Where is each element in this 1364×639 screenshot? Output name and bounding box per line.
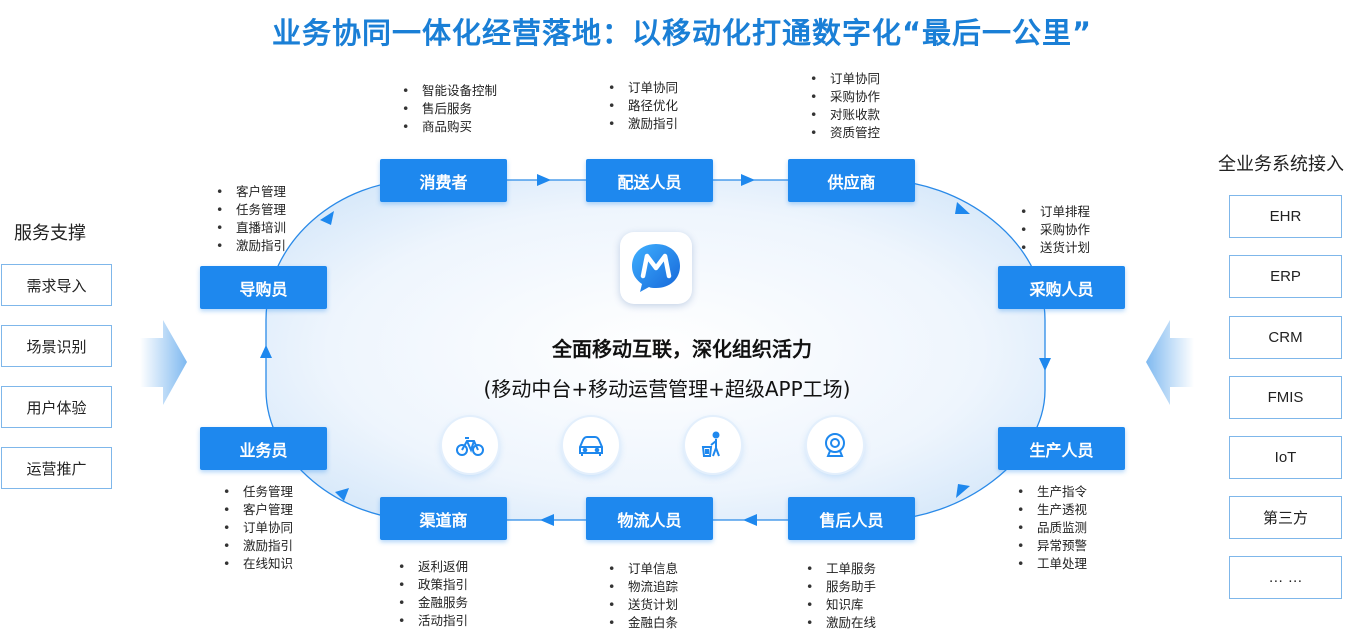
ring-arrow: [955, 202, 970, 214]
ring-arrow: [1039, 358, 1051, 371]
list-item: 客户管理: [223, 501, 293, 519]
bicycle-icon: [442, 417, 498, 473]
ring-arrow: [537, 174, 551, 186]
list-item: 售后服务: [402, 100, 497, 118]
car-icon: [563, 417, 619, 473]
right-item-fmis: FMIS: [1229, 376, 1342, 419]
list-item: 激励指引: [216, 237, 286, 255]
list-item: 资质管控: [810, 124, 880, 142]
list-item: 政策指引: [398, 576, 468, 594]
list-item: 工单处理: [1017, 555, 1087, 573]
list-item: 异常预警: [1017, 537, 1087, 555]
node-delivery: 配送人员: [586, 159, 713, 202]
buyer-features: 订单排程 采购协作 送货计划: [1020, 203, 1090, 257]
page-title: 业务协同一体化经营落地：以移动化打通数字化“最后一公里”: [271, 16, 1093, 50]
list-item: 激励指引: [608, 115, 678, 133]
node-sales: 业务员: [200, 427, 327, 470]
trash-person-icon: [685, 417, 741, 473]
consumer-features: 智能设备控制 售后服务 商品购买: [402, 82, 497, 136]
list-item: 生产指令: [1017, 483, 1087, 501]
list-item: 送货计划: [608, 596, 678, 614]
list-item: 生产透视: [1017, 501, 1087, 519]
list-item: 送货计划: [1020, 239, 1090, 257]
ring-arrow: [320, 211, 334, 225]
left-item-demand: 需求导入: [1, 264, 112, 306]
right-panel-title: 全业务系统接入: [1218, 154, 1344, 175]
list-item: 客户管理: [216, 183, 286, 201]
logistics-features: 订单信息 物流追踪 送货计划 金融白条: [608, 560, 678, 632]
list-item: 在线知识: [223, 555, 293, 573]
list-item: 采购协作: [1020, 221, 1090, 239]
list-item: 直播培训: [216, 219, 286, 237]
list-item: 路径优化: [608, 97, 678, 115]
right-item-iot: IoT: [1229, 436, 1342, 479]
node-production: 生产人员: [998, 427, 1125, 470]
list-item: 工单服务: [806, 560, 876, 578]
left-item-scene: 场景识别: [1, 325, 112, 367]
ring-arrow: [743, 514, 757, 526]
list-item: 订单排程: [1020, 203, 1090, 221]
left-item-ux: 用户体验: [1, 386, 112, 428]
production-features: 生产指令 生产透视 品质监测 异常预警 工单处理: [1017, 483, 1087, 573]
left-item-ops: 运营推广: [1, 447, 112, 489]
right-item-ehr: EHR: [1229, 195, 1342, 238]
aftersales-features: 工单服务 服务助手 知识库 激励在线: [806, 560, 876, 632]
node-channel: 渠道商: [380, 497, 507, 540]
list-item: 金融白条: [608, 614, 678, 632]
ring-arrow: [335, 488, 349, 501]
list-item: 订单协同: [810, 70, 880, 88]
camera-icon: [807, 417, 863, 473]
center-subline: (移动中台+移动运营管理+超级APP工场): [483, 377, 851, 401]
list-item: 订单信息: [608, 560, 678, 578]
list-item: 知识库: [806, 596, 876, 614]
node-aftersales: 售后人员: [788, 497, 915, 540]
ring-arrow: [260, 345, 272, 358]
list-item: 服务助手: [806, 578, 876, 596]
guide-features: 客户管理 任务管理 直播培训 激励指引: [216, 183, 286, 255]
ring-arrow: [741, 174, 755, 186]
list-item: 金融服务: [398, 594, 468, 612]
list-item: 活动指引: [398, 612, 468, 630]
list-item: 返利返佣: [398, 558, 468, 576]
node-supplier: 供应商: [788, 159, 915, 202]
node-logistics: 物流人员: [586, 497, 713, 540]
ring-arrow: [956, 484, 970, 498]
right-item-more: … …: [1229, 556, 1342, 599]
list-item: 品质监测: [1017, 519, 1087, 537]
sales-features: 任务管理 客户管理 订单协同 激励指引 在线知识: [223, 483, 293, 573]
right-item-crm: CRM: [1229, 316, 1342, 359]
list-item: 激励在线: [806, 614, 876, 632]
right-flow-arrow: [1146, 320, 1194, 405]
list-item: 任务管理: [216, 201, 286, 219]
right-item-third-party: 第三方: [1229, 496, 1342, 539]
left-panel-title: 服务支撑: [14, 223, 86, 244]
list-item: 商品购买: [402, 118, 497, 136]
list-item: 订单协同: [223, 519, 293, 537]
center-headline: 全面移动互联，深化组织活力: [552, 337, 812, 361]
list-item: 对账收款: [810, 106, 880, 124]
list-item: 采购协作: [810, 88, 880, 106]
node-buyer: 采购人员: [998, 266, 1125, 309]
list-item: 任务管理: [223, 483, 293, 501]
list-item: 订单协同: [608, 79, 678, 97]
channel-features: 返利返佣 政策指引 金融服务 活动指引: [398, 558, 468, 630]
list-item: 智能设备控制: [402, 82, 497, 100]
delivery-features: 订单协同 路径优化 激励指引: [608, 79, 678, 133]
right-item-erp: ERP: [1229, 255, 1342, 298]
app-logo-icon: [620, 232, 692, 304]
list-item: 激励指引: [223, 537, 293, 555]
list-item: 物流追踪: [608, 578, 678, 596]
left-flow-arrow: [140, 320, 187, 405]
ring-arrow: [540, 514, 554, 526]
supplier-features: 订单协同 采购协作 对账收款 资质管控: [810, 70, 880, 142]
node-consumer: 消费者: [380, 159, 507, 202]
node-guide: 导购员: [200, 266, 327, 309]
